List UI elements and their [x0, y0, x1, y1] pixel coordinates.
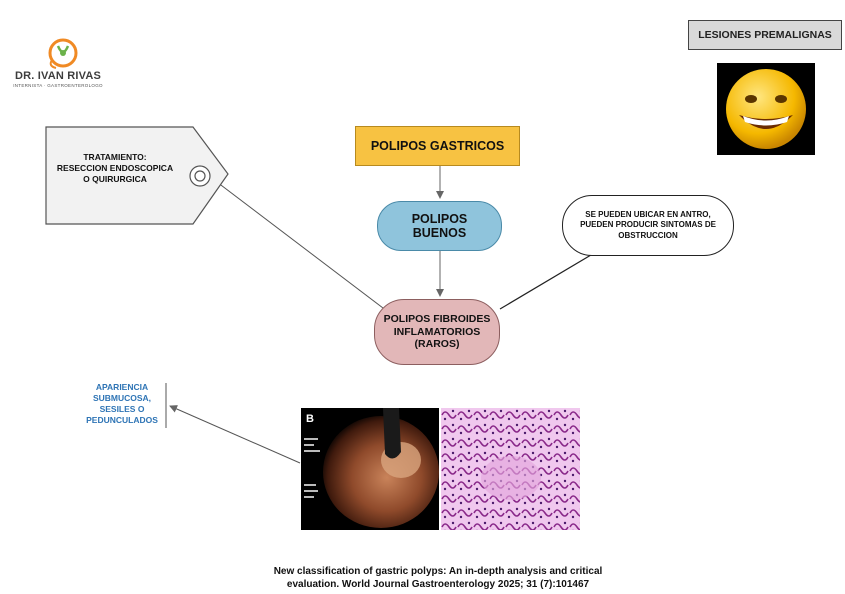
citation-line-1: New classification of gastric polyps: An…: [273, 566, 603, 577]
treatment-line-3: O QUIRURGICA: [83, 174, 147, 185]
node-polipos-fibroides: POLIPOS FIBROIDES INFLAMATORIOS (RAROS): [374, 299, 500, 365]
location-line-3: OBSTRUCCION: [618, 230, 678, 240]
node-polipos-buenos-line-2: BUENOS: [412, 226, 467, 240]
node-fibroides-line-2: INFLAMATORIOS: [393, 325, 481, 338]
appearance-line-1: APARIENCIA: [95, 382, 149, 392]
arrow-image-to-apariencia: [169, 405, 301, 464]
histology-image: [441, 408, 580, 530]
node-polipos-gastricos: POLIPOS GASTRICOS: [355, 126, 520, 166]
node-fibroides-line-1: POLIPOS FIBROIDES: [383, 313, 491, 326]
location-line-2: PUEDEN PRODUCIR SINTOMAS DE: [580, 220, 716, 230]
treatment-tag-shape: [45, 126, 229, 225]
appearance-line-4: PEDUNCULADOS: [86, 415, 158, 426]
citation: New classification of gastric polyps: An…: [238, 565, 638, 591]
appearance-line-2: SUBMUCOSA,: [92, 393, 152, 404]
endoscopy-image: B: [301, 408, 439, 530]
premalignant-lesions-tag: LESIONES PREMALIGNAS: [688, 20, 842, 50]
premalignant-lesions-label: LESIONES PREMALIGNAS: [698, 29, 832, 41]
node-polipos-buenos-line-1: POLIPOS: [411, 211, 468, 226]
node-fibroides-line-3: (RAROS): [414, 338, 460, 351]
location-line-1: SE PUEDEN UBICAR EN ANTRO,: [585, 209, 711, 219]
node-polipos-buenos: POLIPOS BUENOS: [377, 201, 502, 251]
emoji-image: [717, 63, 815, 155]
node-polipos-gastricos-label: POLIPOS GASTRICOS: [370, 139, 505, 153]
appearance-line-3: SESILES O: [99, 404, 145, 415]
logo-subtitle: INTERNISTA · GASTROENTEROLOGO: [13, 83, 103, 88]
appearance-note: APARIENCIA SUBMUCOSA, SESILES O PEDUNCUL…: [78, 382, 166, 426]
treatment-line-2: RESECCION ENDOSCOPICA: [56, 163, 174, 174]
logo-brand-text: DR. IVAN RIVAS: [14, 70, 102, 82]
logo-icon: [48, 38, 78, 69]
line-tag-to-fibroides: [208, 175, 384, 309]
treatment-line-1: TRATAMIENTO:: [83, 152, 147, 162]
line-bubble-to-fibroides: [499, 251, 597, 310]
panel-letter: B: [306, 413, 314, 425]
location-bubble: SE PUEDEN UBICAR EN ANTRO, PUEDEN PRODUC…: [562, 195, 734, 256]
citation-line-2: evaluation. World Journal Gastroenterolo…: [286, 579, 590, 590]
treatment-text: TRATAMIENTO: RESECCION ENDOSCOPICA O QUI…: [48, 152, 182, 185]
grinning-face-icon: [726, 69, 806, 149]
endoscope-shaft-icon: [383, 408, 401, 459]
